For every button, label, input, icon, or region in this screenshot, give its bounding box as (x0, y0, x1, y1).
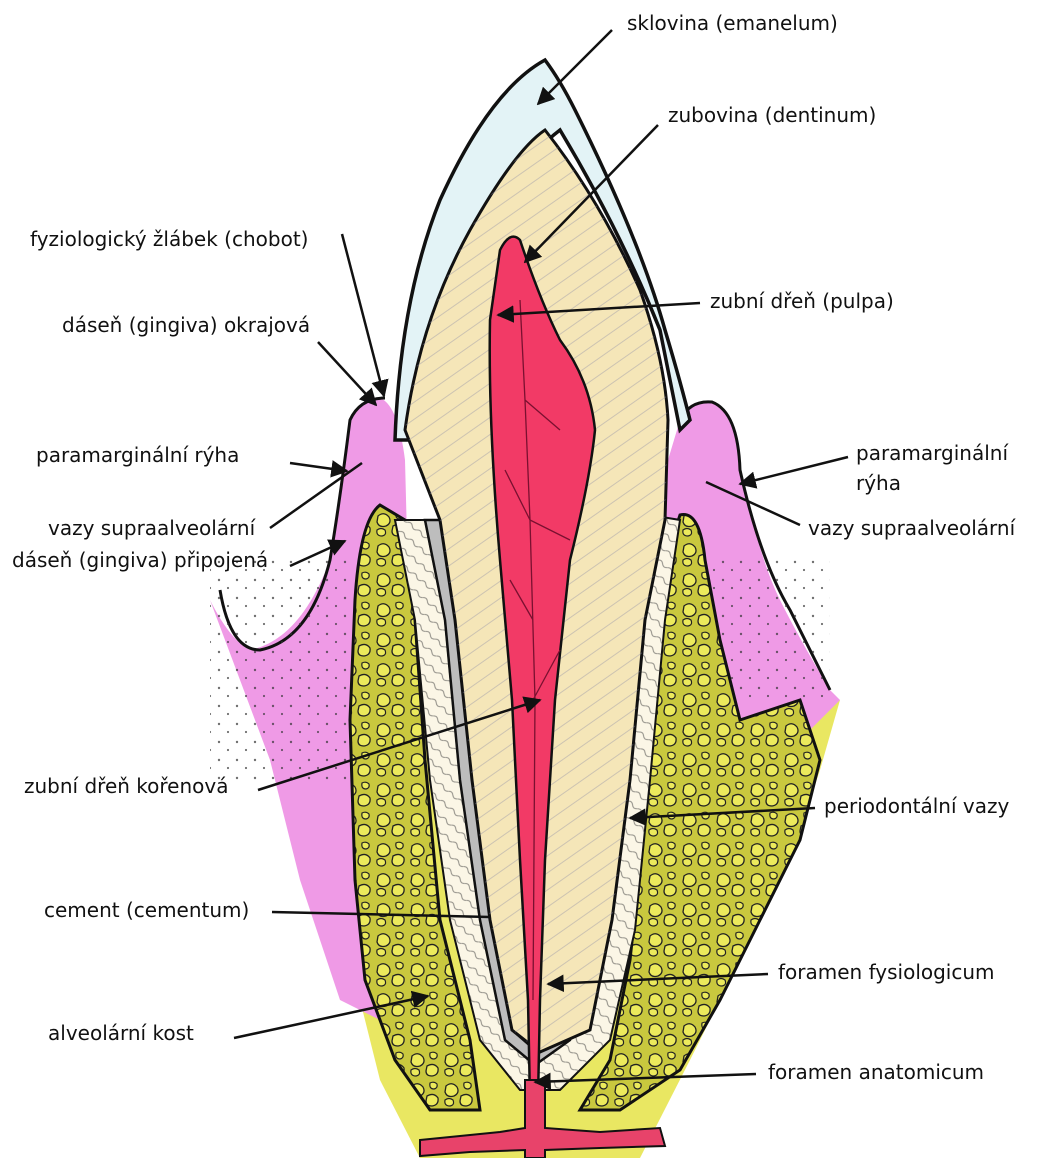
label-zubovina: zubovina (dentinum) (668, 103, 876, 127)
leader-gingiva-okrajova (318, 342, 376, 405)
label-cement: cement (cementum) (44, 898, 249, 922)
label-zlabek: fyziologický žlábek (chobot) (30, 227, 308, 251)
gingiva-dots-left (210, 560, 350, 780)
label-gingiva-pripojena: dáseň (gingiva) připojená (12, 548, 268, 572)
label-periodontalni: periodontální vazy (824, 794, 1009, 818)
label-ryha-right-2: rýha (856, 471, 901, 495)
label-gingiva-okrajova: dáseň (gingiva) okrajová (62, 313, 310, 337)
label-vazy-left: vazy supraalveolární (48, 516, 257, 540)
leader-zlabek (342, 234, 384, 396)
label-alveolarni: alveolární kost (48, 1021, 194, 1045)
leader-ryha-right (740, 457, 848, 484)
label-ryha-left: paramarginální rýha (36, 443, 239, 467)
label-pulpa: zubní dřeň (pulpa) (710, 289, 894, 313)
label-foramen-anat: foramen anatomicum (768, 1060, 984, 1084)
label-foramen-fys: foramen fysiologicum (778, 960, 995, 984)
leader-ryha-left (290, 463, 347, 471)
label-ryha-right-1: paramarginální (856, 441, 1009, 465)
label-dren-korenova: zubní dřeň kořenová (24, 774, 228, 798)
label-vazy-right: vazy supraalveolární (808, 516, 1017, 540)
label-sklovina: sklovina (emanelum) (627, 11, 838, 35)
